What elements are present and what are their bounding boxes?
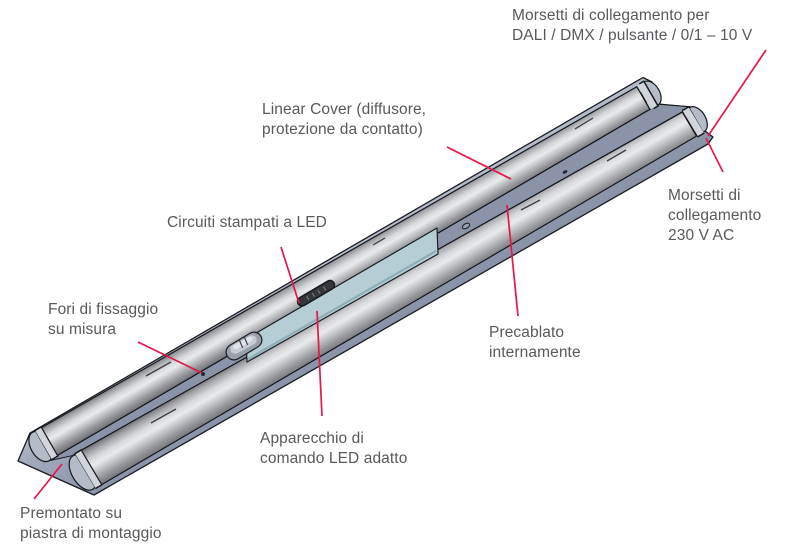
label-circuiti-led: Circuiti stampati a LED bbox=[167, 214, 327, 231]
label-apparecchio: Apparecchio di comando LED adatto bbox=[260, 430, 408, 467]
terminal-block bbox=[225, 331, 263, 361]
rear-tube-seams bbox=[145, 117, 594, 377]
rear-tube-body bbox=[40, 86, 651, 456]
leader-line-fori-fissaggio bbox=[137, 341, 203, 374]
label-fori-fissaggio: Fori di fissaggio su misura bbox=[48, 301, 159, 338]
leader-line-morsetti-230 bbox=[705, 137, 724, 173]
leader-line-precablato bbox=[506, 204, 519, 317]
label-precablato: Precablato internamente bbox=[489, 324, 581, 361]
label-premontato: Premontato su piastra di montaggio bbox=[20, 505, 162, 542]
front-tube-seams bbox=[150, 149, 627, 424]
leader-line-apparecchio bbox=[316, 310, 323, 417]
label-linear-cover: Linear Cover (diffusore, protezione da c… bbox=[262, 101, 427, 138]
leader-line-linear-cover bbox=[446, 146, 512, 180]
led-pcb bbox=[245, 227, 439, 363]
leader-line-circuiti-led bbox=[280, 246, 300, 304]
label-morsetti-230: Morsetti di collegamento 230 V AC bbox=[668, 187, 762, 244]
front-tube-cover bbox=[68, 105, 708, 491]
led-driver bbox=[296, 279, 336, 307]
label-morsetti-dali: Morsetti di collegamento per DALI / DMX … bbox=[512, 7, 753, 44]
leader-line-premontato bbox=[33, 463, 63, 500]
leader-line-morsetti-dali bbox=[707, 49, 767, 137]
rear-tube-cover bbox=[28, 80, 662, 463]
front-tube-body bbox=[80, 111, 698, 486]
